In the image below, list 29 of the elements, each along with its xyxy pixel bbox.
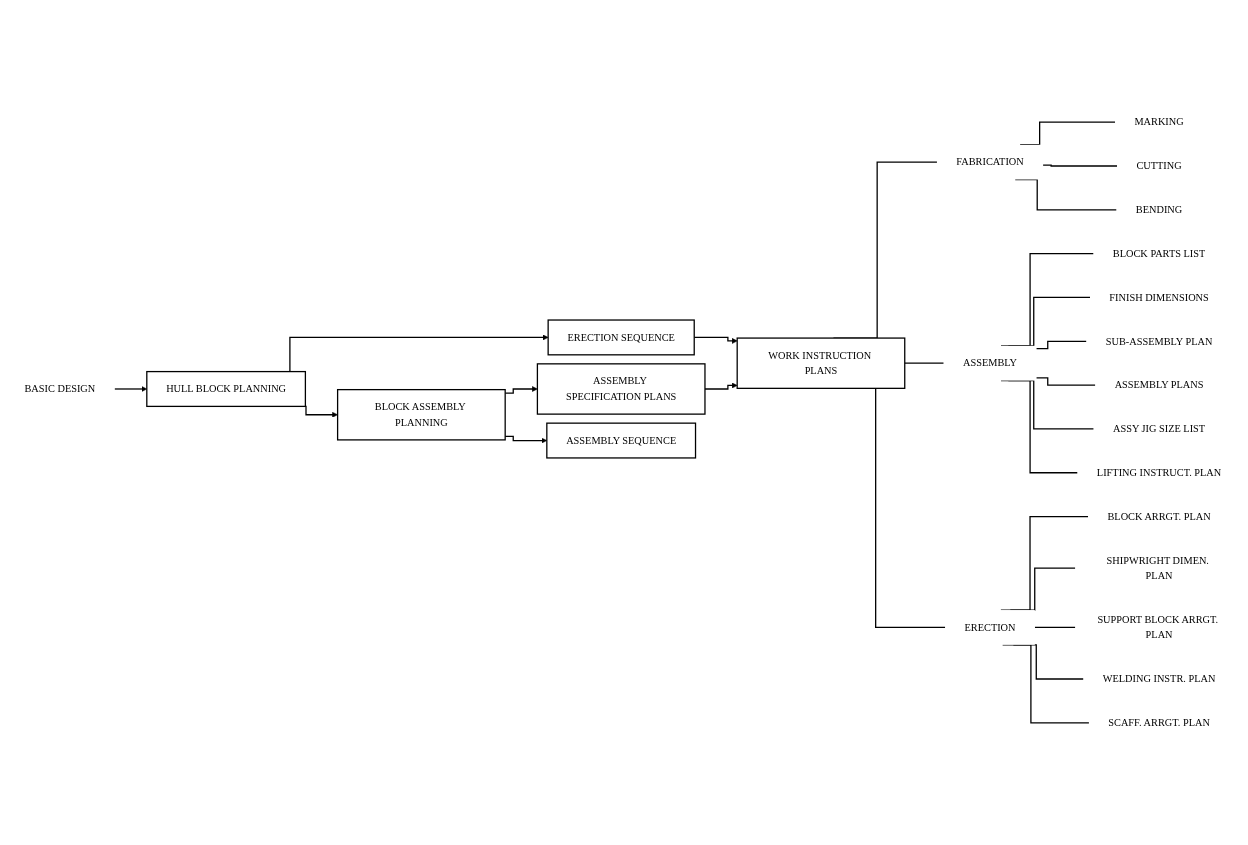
node-text: BASIC DESIGN (24, 383, 96, 395)
node-box: BLOCK ASSEMBLY PLANNING (336, 389, 506, 441)
node-text: MARKING (1134, 116, 1184, 128)
node-box: ERECTION SEQUENCE (547, 319, 695, 356)
node-text: ASSEMBLY PLANS (1114, 379, 1204, 391)
connector (1035, 340, 1088, 350)
connector (1000, 515, 1089, 611)
node-text: BLOCK ARRGT. PLAN (1107, 510, 1211, 522)
node-text: ASSY JIG SIZE LIST (1112, 423, 1206, 435)
connector (904, 362, 945, 364)
node-text: WELDING INSTR. PLAN (1102, 673, 1216, 685)
node-text: CUTTING (1136, 160, 1182, 172)
node-text: FINISH DIMENSIONS (1109, 291, 1209, 303)
arrow (704, 382, 738, 390)
node-box: HULL BLOCK PLANNING (146, 370, 307, 408)
node-box: WORK INSTRUCTION PLANS (736, 337, 906, 389)
node-box: ASSEMBLY SPECIFICATION PLANS (536, 363, 706, 415)
connector (1009, 567, 1076, 611)
node-text: SHIPWRIGHT DIMEN. PLAN (1106, 554, 1209, 582)
node-text: BLOCK PARTS LIST (1112, 247, 1206, 259)
node-text: LIFTING INSTRUCT. PLAN (1096, 466, 1222, 478)
connector (1042, 164, 1118, 167)
node-box: ASSEMBLY SEQUENCE (546, 422, 697, 459)
connector (1034, 626, 1076, 629)
node-text: BENDING (1135, 204, 1183, 215)
node-text: SCAFF. ARRGT. PLAN (1108, 717, 1210, 728)
connector (1035, 377, 1096, 386)
node-text: SUPPORT BLOCK ARRGT. PLAN (1097, 613, 1219, 641)
node-text: SUB-ASSEMBLY PLAN (1105, 335, 1213, 347)
